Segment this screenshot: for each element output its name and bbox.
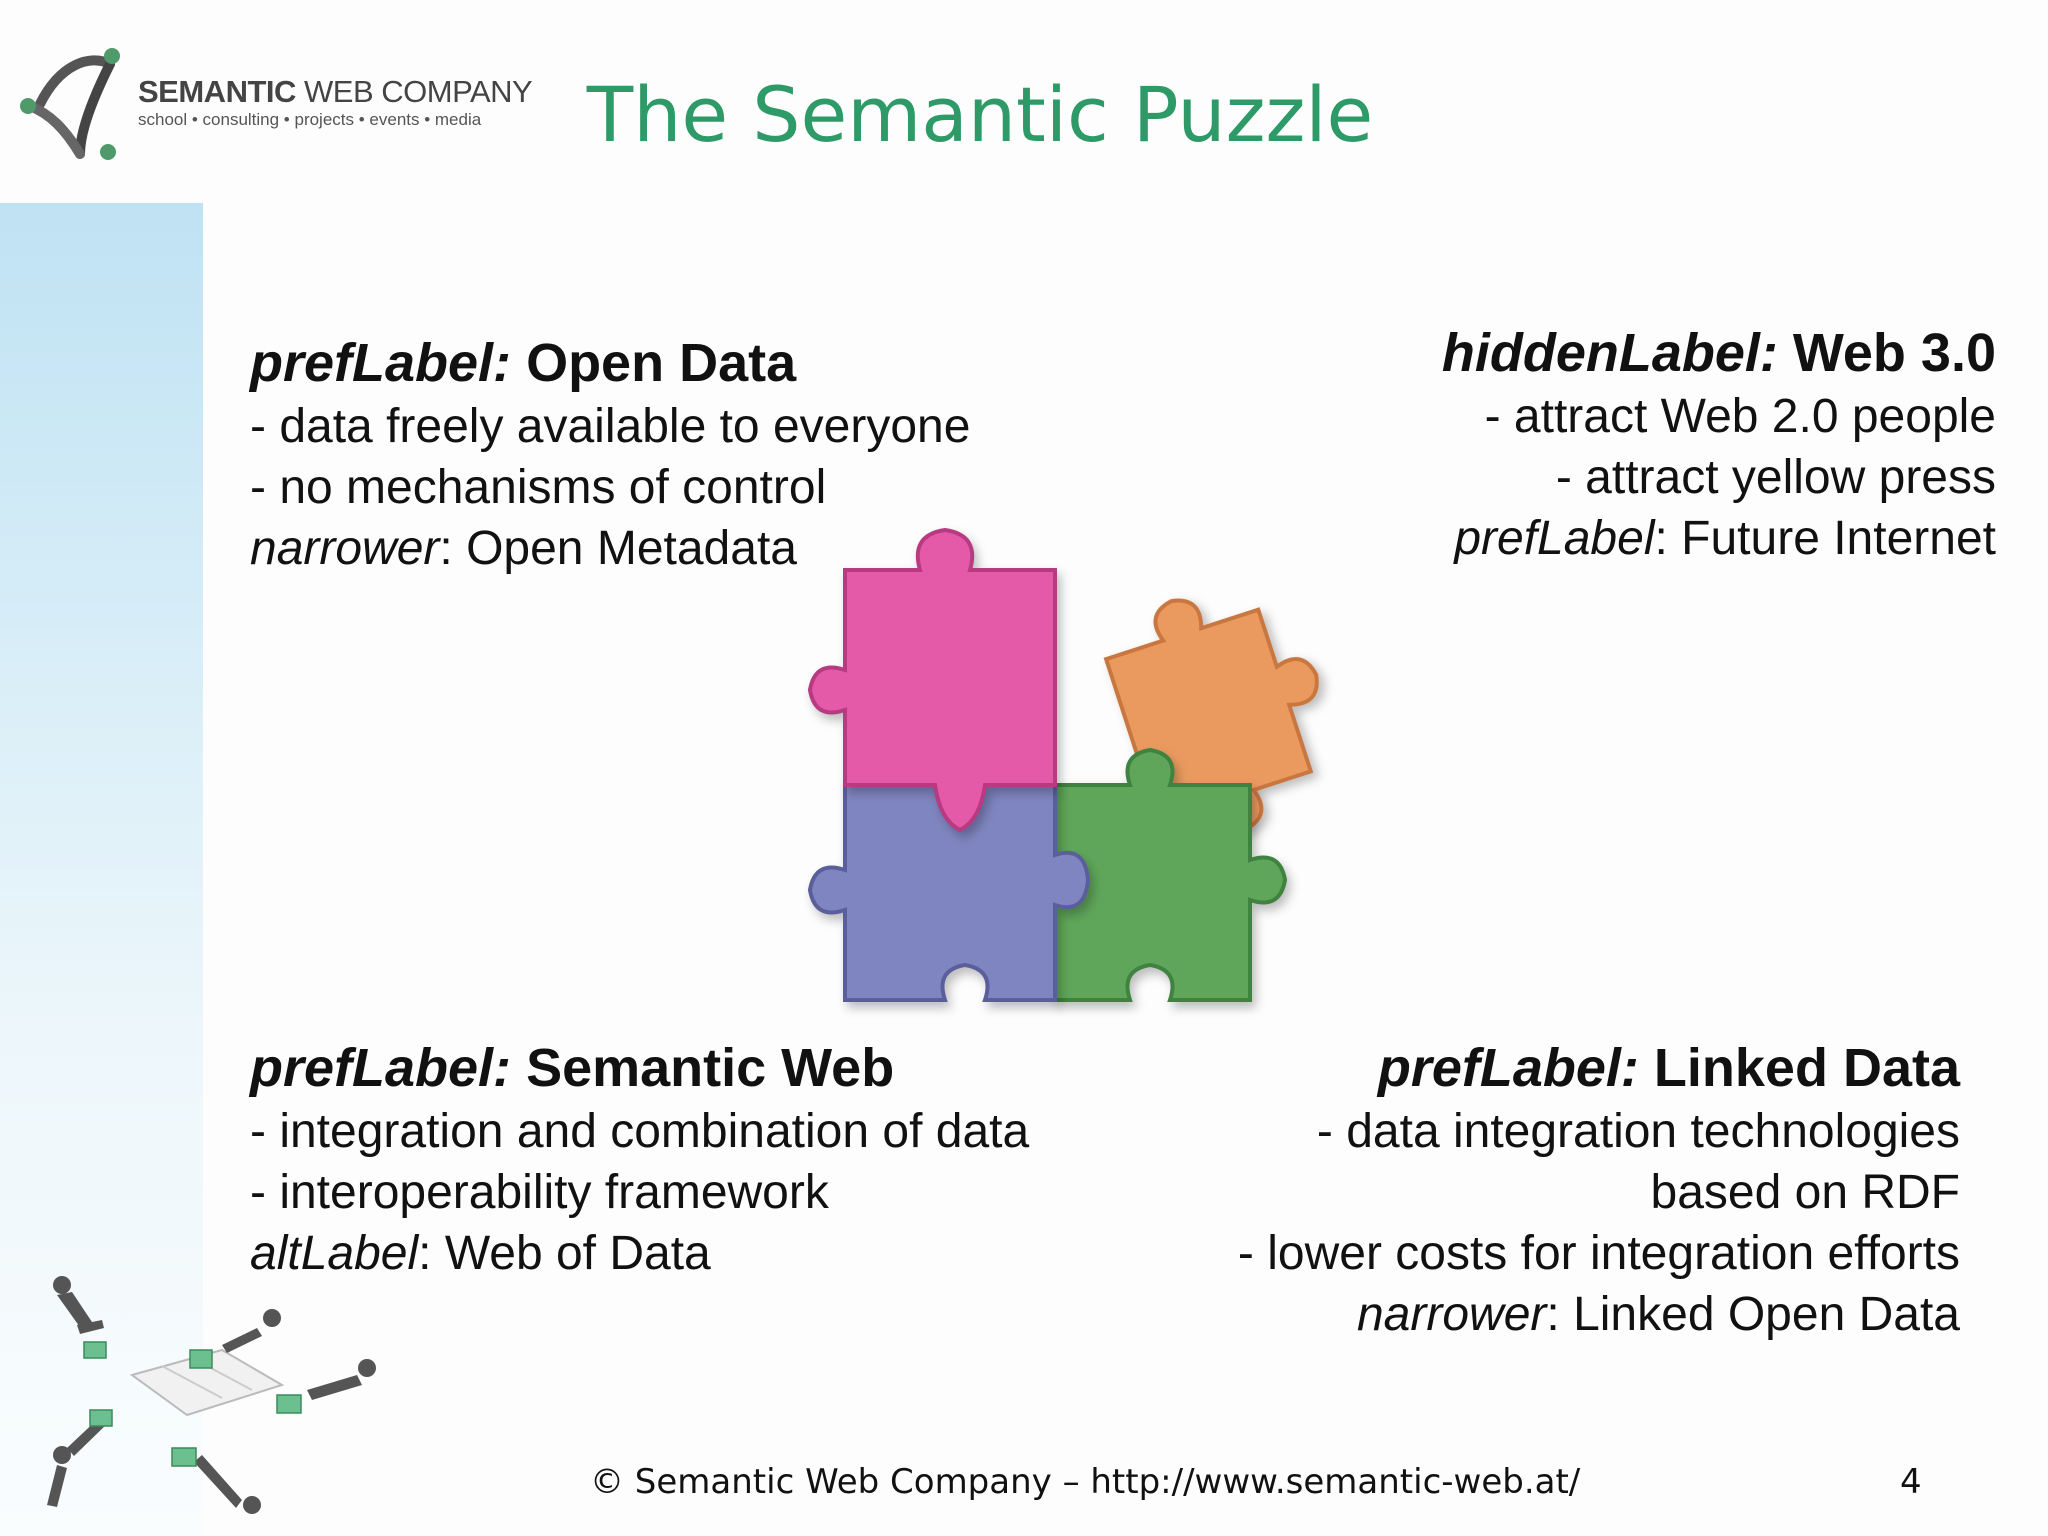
- web30-key: hiddenLabel:: [1441, 323, 1778, 383]
- open-data-relation-value: : Open Metadata: [439, 522, 797, 575]
- page-number: 4: [1900, 1462, 1922, 1502]
- semantic-web-value: Semantic Web: [526, 1038, 895, 1098]
- web30-line-1: - attract Web 2.0 people: [1484, 390, 1996, 443]
- open-data-relation: narrower: Open Metadata: [250, 518, 970, 579]
- semantic-web-heading: prefLabel: Semantic Web: [250, 1035, 1029, 1101]
- linked-data-value: Linked Data: [1653, 1038, 1960, 1098]
- linked-data-line-3: - lower costs for integration efforts: [1237, 1227, 1960, 1280]
- logo-tagline: school • consulting • projects • events …: [138, 110, 482, 129]
- semantic-web-relation-key: altLabel: [250, 1227, 419, 1280]
- company-logo: SEMANTIC WEB COMPANY school • consulting…: [20, 44, 533, 162]
- web30-relation-key: prefLabel: [1454, 512, 1655, 565]
- semantic-web-key: prefLabel:: [250, 1038, 512, 1098]
- linked-data-block: prefLabel: Linked Data - data integratio…: [1238, 1035, 1960, 1345]
- footer-copyright: © Semantic Web Company – http://www.sema…: [590, 1462, 1581, 1502]
- open-data-block: prefLabel: Open Data - data freely avail…: [250, 330, 970, 579]
- open-data-line-2: - no mechanisms of control: [250, 461, 827, 514]
- logo-name-rest: WEB COMPANY: [304, 74, 533, 109]
- web30-relation: prefLabel: Future Internet: [1442, 508, 1996, 569]
- logo-name: SEMANTIC WEB COMPANY: [138, 74, 533, 110]
- semantic-web-line-1: - integration and combination of data: [250, 1105, 1030, 1158]
- logo-mark-icon: [20, 48, 120, 160]
- web30-value: Web 3.0: [1792, 323, 1996, 383]
- linked-data-key: prefLabel:: [1377, 1038, 1639, 1098]
- open-data-line-1: - data freely available to everyone: [250, 400, 971, 453]
- semantic-web-block: prefLabel: Semantic Web - integration an…: [250, 1035, 1029, 1284]
- people-with-puzzle-icon: [47, 1276, 376, 1514]
- open-data-value: Open Data: [526, 333, 797, 393]
- linked-data-relation-key: narrower: [1356, 1288, 1547, 1341]
- open-data-relation-key: narrower: [250, 522, 440, 575]
- left-decor-band: [0, 203, 203, 1536]
- pink-puzzle-piece: [807, 527, 1057, 833]
- logo-name-bold: SEMANTIC: [138, 74, 296, 109]
- linked-data-line-1: - data integration technologies: [1316, 1105, 1960, 1158]
- linked-data-relation-value: : Linked Open Data: [1546, 1288, 1960, 1341]
- semantic-web-relation-value: : Web of Data: [418, 1227, 711, 1280]
- linked-data-line-2: based on RDF: [1650, 1166, 1961, 1219]
- semantic-web-relation: altLabel: Web of Data: [250, 1223, 1029, 1284]
- web30-block: hiddenLabel: Web 3.0 - attract Web 2.0 p…: [1442, 320, 1996, 569]
- open-data-heading: prefLabel: Open Data: [250, 330, 970, 396]
- green-puzzle-piece: [1053, 747, 1288, 1002]
- web30-line-2: - attract yellow press: [1555, 451, 1996, 504]
- open-data-key: prefLabel:: [250, 333, 512, 393]
- linked-data-heading: prefLabel: Linked Data: [1238, 1035, 1960, 1101]
- slide-title: The Semantic Puzzle: [586, 70, 1374, 159]
- semantic-web-line-2: - interoperability framework: [250, 1166, 829, 1219]
- web30-heading: hiddenLabel: Web 3.0: [1442, 320, 1996, 386]
- web30-relation-value: : Future Internet: [1654, 512, 1996, 565]
- linked-data-relation: narrower: Linked Open Data: [1238, 1284, 1960, 1345]
- puzzle-pieces-icon: [807, 527, 1319, 1002]
